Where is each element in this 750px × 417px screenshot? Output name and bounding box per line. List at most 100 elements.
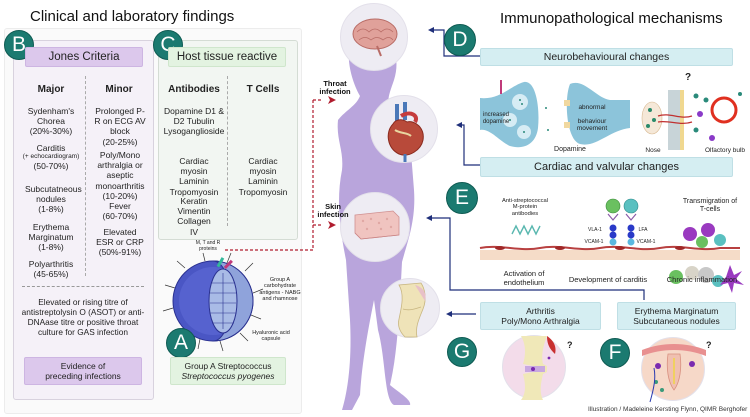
- minor-item: Elevated ESR or CRP (50%-91%): [90, 227, 150, 258]
- item-name: Fever: [109, 201, 131, 211]
- m-protein-antibodies-label: Anti-streptococcal M-protein antibodies: [501, 198, 549, 217]
- neurobehavioural-header: Neurobehavioural changes: [480, 48, 733, 66]
- badge-b: B: [4, 30, 34, 60]
- chronic-inflammation-cells: [669, 265, 744, 293]
- badge-d: D: [444, 24, 476, 56]
- item-name: Elevated ESR or CRP: [96, 227, 144, 248]
- jones-criteria-panel: [13, 40, 154, 400]
- streptococcus-species-name: Streptococcus pyogenes: [181, 371, 275, 381]
- streptococcus-illustration: [162, 252, 264, 352]
- minor-item: Fever (60-70%): [90, 201, 150, 221]
- development-carditis-label: Development of carditis: [568, 275, 648, 284]
- subcutaneous-nodules-subtitle: Subcutaneous nodules: [633, 316, 720, 326]
- column-divider: [85, 76, 86, 276]
- skin-circle: [340, 192, 410, 262]
- brain-icon: [352, 18, 398, 57]
- streptococcus-name-box: Group A Streptococcus Streptococcus pyog…: [170, 357, 286, 385]
- t-cells-heading: T Cells: [246, 84, 280, 95]
- item-pct: (50%-91%): [98, 247, 142, 258]
- olfactory-question-mark: ?: [685, 72, 692, 83]
- illustration-credit: Illustration / Madeleine Kersting Flynn,…: [588, 406, 748, 413]
- throat-infection-label: Throat infection: [319, 79, 351, 96]
- proteins-label: M, T and R proteins: [195, 240, 221, 252]
- item-pct: (20%-30%): [29, 126, 73, 137]
- column-divider: [227, 76, 228, 226]
- antibody-group: Keratin Vimentin Collagen IV: [177, 196, 211, 237]
- item-name: Erythema Marginatum: [28, 222, 74, 243]
- infection-path: [225, 96, 336, 251]
- item-name: Polyarthritis: [28, 259, 74, 269]
- arrow-head-skin: [426, 215, 432, 221]
- skin-tissue-icon: [354, 210, 400, 240]
- erythema-marginatum-title: Erythema Marginatum: [634, 305, 719, 316]
- section-divider: [22, 286, 144, 287]
- vcam-right-label: VCAM-1: [636, 239, 656, 245]
- jones-criteria-header: Jones Criteria: [25, 47, 143, 67]
- chronic-inflammation-label: Chronic inflammation: [666, 275, 738, 284]
- vcam-left-label: VCAM-1: [584, 239, 604, 245]
- t-cell-group: Cardiac myosin Laminin Tropomyosin: [238, 156, 288, 197]
- throat-arrow-icon: [328, 96, 336, 104]
- increased-dopamine-label: increased dopamine: [482, 112, 510, 125]
- badge-a: A: [166, 328, 196, 358]
- arthritis-title: Arthritis: [526, 305, 555, 316]
- skin-infection-label: Skin infection: [317, 202, 349, 219]
- behaviour-label: behaviour movement: [576, 118, 608, 133]
- minor-item: Poly/Mono arthralgia or aseptic monoarth…: [88, 150, 152, 201]
- badge-e: E: [446, 182, 478, 214]
- nose-label: Nose: [645, 147, 661, 154]
- badge-g: G: [447, 337, 477, 367]
- activation-endothelium-label: Activation of endothelium: [503, 269, 545, 287]
- item-pct: (50-70%): [33, 160, 69, 171]
- item-name: Subcutatneous nodules: [25, 184, 82, 205]
- synapse-illustration: [480, 80, 630, 148]
- arthralgia-subtitle: Poly/Mono Arthralgia: [501, 316, 580, 326]
- major-item: Erythema Marginatum (1-8%): [18, 222, 84, 253]
- olfactory-bulb-label: Olfactory bulb: [704, 147, 746, 154]
- erythema-header: Erythema Marginatum Subcutaneous nodules: [617, 302, 736, 330]
- minor-heading: Minor: [105, 84, 133, 95]
- badge-f: F: [600, 338, 630, 368]
- item-name: Prolonged P-R on ECG AV block: [94, 106, 146, 137]
- evidence-box: Evidence of preceding infections: [24, 357, 142, 385]
- brain-circle: [340, 3, 408, 71]
- carbohydrate-label: Group A carbohydrate antigens - NABG and…: [259, 277, 301, 302]
- clinical-findings-title: Clinical and laboratory findings: [30, 8, 235, 25]
- joint-circle: [502, 335, 566, 400]
- cardiac-header: Cardiac and valvular changes: [480, 157, 733, 177]
- endothelium-illustration: [479, 198, 740, 260]
- arthritis-question-mark: ?: [567, 340, 573, 350]
- heart-icon: [387, 102, 424, 162]
- lfa-label: LFA: [638, 227, 648, 233]
- arrow-head-d: [428, 27, 434, 33]
- mechanisms-title: Immunopathological mechanisms: [500, 10, 723, 27]
- arrow-head-g: [446, 311, 452, 317]
- item-pct: (10-20%): [102, 190, 138, 201]
- item-name: Sydenham's Chorea: [27, 106, 75, 127]
- item-name: Poly/Mono arthralgia or aseptic monoarth…: [95, 150, 145, 191]
- heart-circle: [370, 95, 438, 163]
- vla-label: VLA-1: [588, 227, 602, 233]
- item-pct: (1-8%): [38, 242, 64, 253]
- skin-nodule-circle: [641, 337, 706, 403]
- major-item: Polyarthritis (45-65%): [18, 259, 84, 279]
- host-tissue-header: Host tissue reactive: [168, 47, 286, 67]
- dopamine-label: Dopamine: [554, 146, 586, 153]
- arthritis-header: Arthritis Poly/Mono Arthralgia: [480, 302, 601, 330]
- streptococcus-common-name: Group A Streptococcus: [184, 360, 272, 371]
- arrow-head-e: [456, 122, 462, 128]
- skin-arrow-icon: [328, 221, 336, 229]
- knee-circle: [380, 278, 440, 338]
- major-item: Subcutatneous nodules (1-8%): [16, 184, 86, 215]
- item-pct: (1-8%): [38, 204, 64, 215]
- item-name: Carditis: [36, 143, 66, 153]
- antibodies-heading: Antibodies: [168, 84, 220, 95]
- minor-item: Prolonged P-R on ECG AV block (20-25%): [90, 106, 150, 147]
- item-pct: (20-25%): [102, 136, 138, 147]
- antibody-group: Cardiac myosin Laminin Tropomyosin: [169, 156, 219, 197]
- major-item: Carditis (+ echocardiogram) (50-70%): [14, 143, 88, 171]
- olfactory-illustration: [641, 90, 742, 150]
- evidence-text: Elevated or rising titre of antistreptol…: [21, 297, 145, 337]
- abnormal-label: abnormal: [578, 104, 606, 111]
- item-pct: (45-65%): [33, 269, 69, 280]
